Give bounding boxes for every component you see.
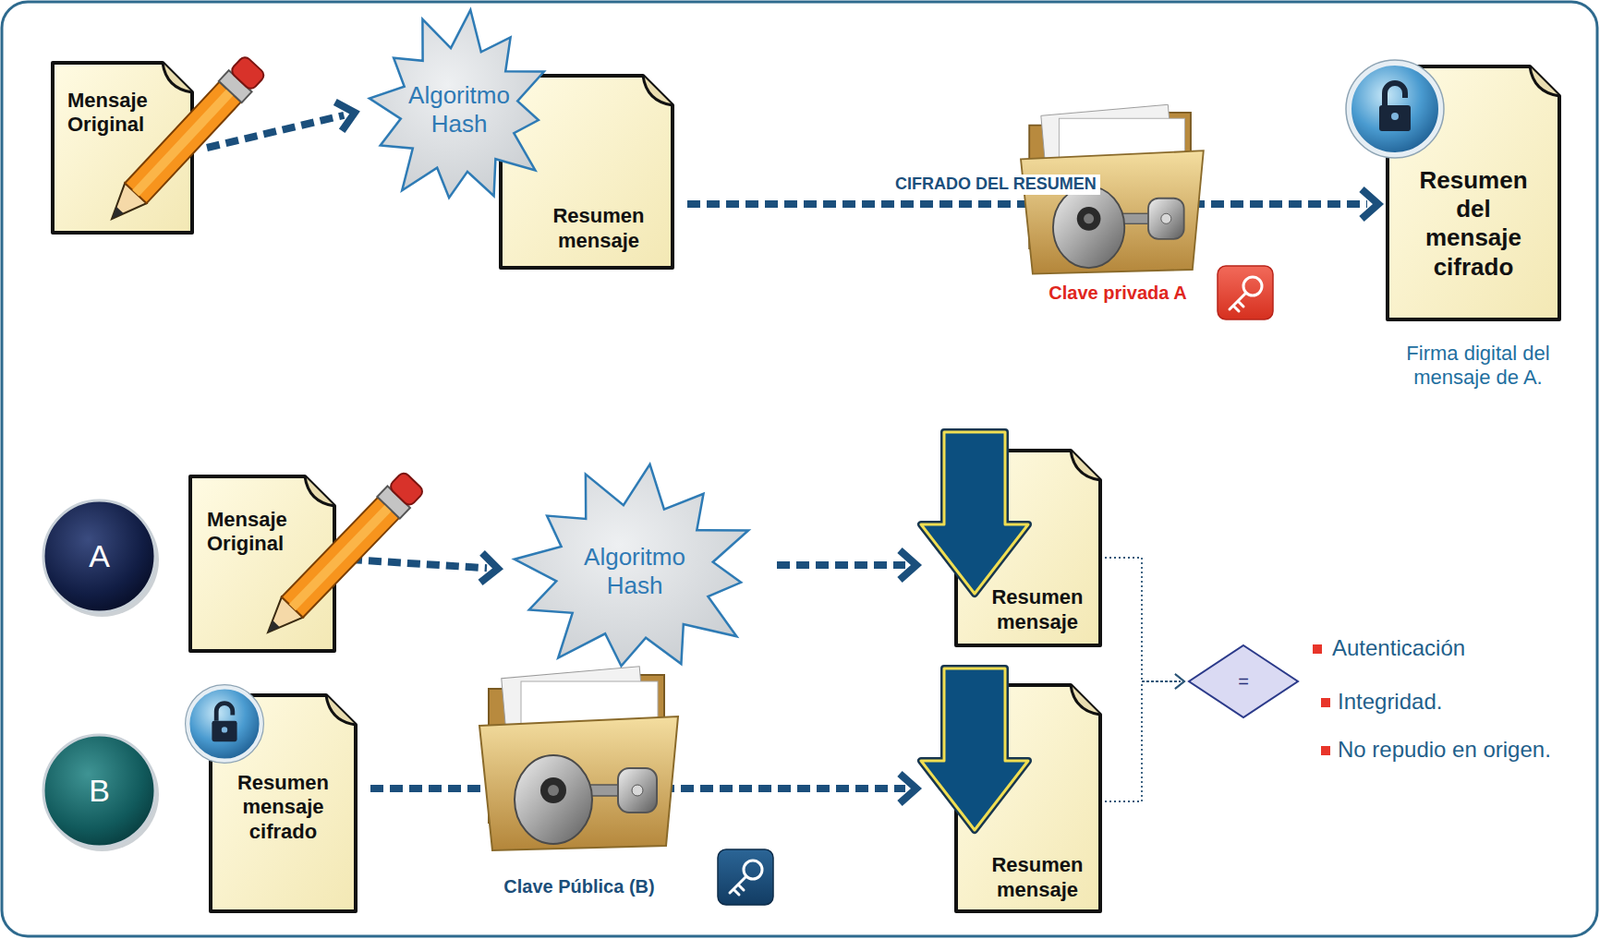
- node-text: Resumen mensaje: [543, 204, 655, 254]
- connector-line: [1104, 557, 1181, 682]
- node-text: Resumen mensaje: [985, 585, 1090, 635]
- folder-key-icon: [479, 666, 679, 851]
- key-caption: Clave privada A: [1025, 281, 1211, 304]
- property-item: Autenticación: [1332, 635, 1582, 663]
- node-text: =: [1237, 670, 1249, 693]
- edge-label: CIFRADO DEL RESUMEN: [891, 174, 1101, 195]
- dashed-arrow: [370, 774, 917, 804]
- hash-burst: Algoritmo Hash: [505, 461, 764, 682]
- arrow-head: [1361, 189, 1379, 219]
- encrypted-digest-document: Resumen del mensaje cifrado: [1385, 64, 1562, 322]
- message-document: Mensaje Original: [188, 474, 337, 654]
- node-text: Mensaje Original: [206, 508, 300, 558]
- dotted-connector: [1104, 557, 1185, 690]
- encrypted-digest-document: Resumen mensaje cifrado: [208, 693, 358, 914]
- dotted-connector: [1104, 674, 1185, 802]
- bullet: [1321, 746, 1331, 756]
- node-text: Algoritmo Hash: [389, 81, 529, 139]
- property-item: Integridad.: [1337, 689, 1588, 716]
- connector-line: [206, 115, 344, 148]
- compare-diamond: =: [1187, 643, 1300, 720]
- dashed-arrow: [349, 553, 498, 583]
- key-caption: Clave Pública (B): [486, 875, 672, 898]
- dashed-arrow: [206, 102, 355, 148]
- connector-line: [370, 785, 906, 793]
- message-document-outline: [188, 474, 337, 654]
- party-circle: B: [40, 732, 158, 850]
- arrow-head: [480, 553, 498, 583]
- property-item: No repudio en origen.: [1337, 737, 1588, 764]
- arrow-head: [899, 550, 917, 581]
- private-key-icon: [1217, 266, 1273, 320]
- connector-line: [349, 559, 487, 569]
- node-text: Resumen mensaje: [985, 853, 1090, 903]
- hash-burst: Algoritmo Hash: [362, 7, 557, 213]
- digest-document: Resumen mensaje: [498, 73, 675, 270]
- node-text: Algoritmo Hash: [565, 543, 704, 601]
- connector-line: [1104, 681, 1181, 802]
- digest-document: Resumen mensaje: [923, 433, 1103, 648]
- connector-line: [687, 200, 1368, 208]
- connector-line: [776, 561, 906, 570]
- digest-document: Resumen mensaje: [923, 667, 1103, 914]
- signature-caption: Firma digital del mensaje de A.: [1376, 341, 1580, 391]
- node-text: Resumen mensaje cifrado: [225, 771, 341, 845]
- public-key-icon: [717, 849, 774, 906]
- message-document-outline: [50, 60, 194, 235]
- node-text: A: [88, 537, 110, 576]
- node-text: Resumen del mensaje cifrado: [1408, 166, 1539, 282]
- bullet: [1321, 698, 1331, 708]
- dashed-arrow: [776, 550, 917, 581]
- party-circle: A: [40, 497, 158, 616]
- message-document: Mensaje Original: [50, 60, 194, 235]
- node-text: B: [88, 772, 110, 811]
- arrow-head: [1175, 674, 1185, 690]
- arrow-head: [899, 774, 917, 804]
- bullet: [1312, 644, 1322, 655]
- node-text: Mensaje Original: [67, 88, 160, 138]
- arrow-head: [335, 102, 355, 132]
